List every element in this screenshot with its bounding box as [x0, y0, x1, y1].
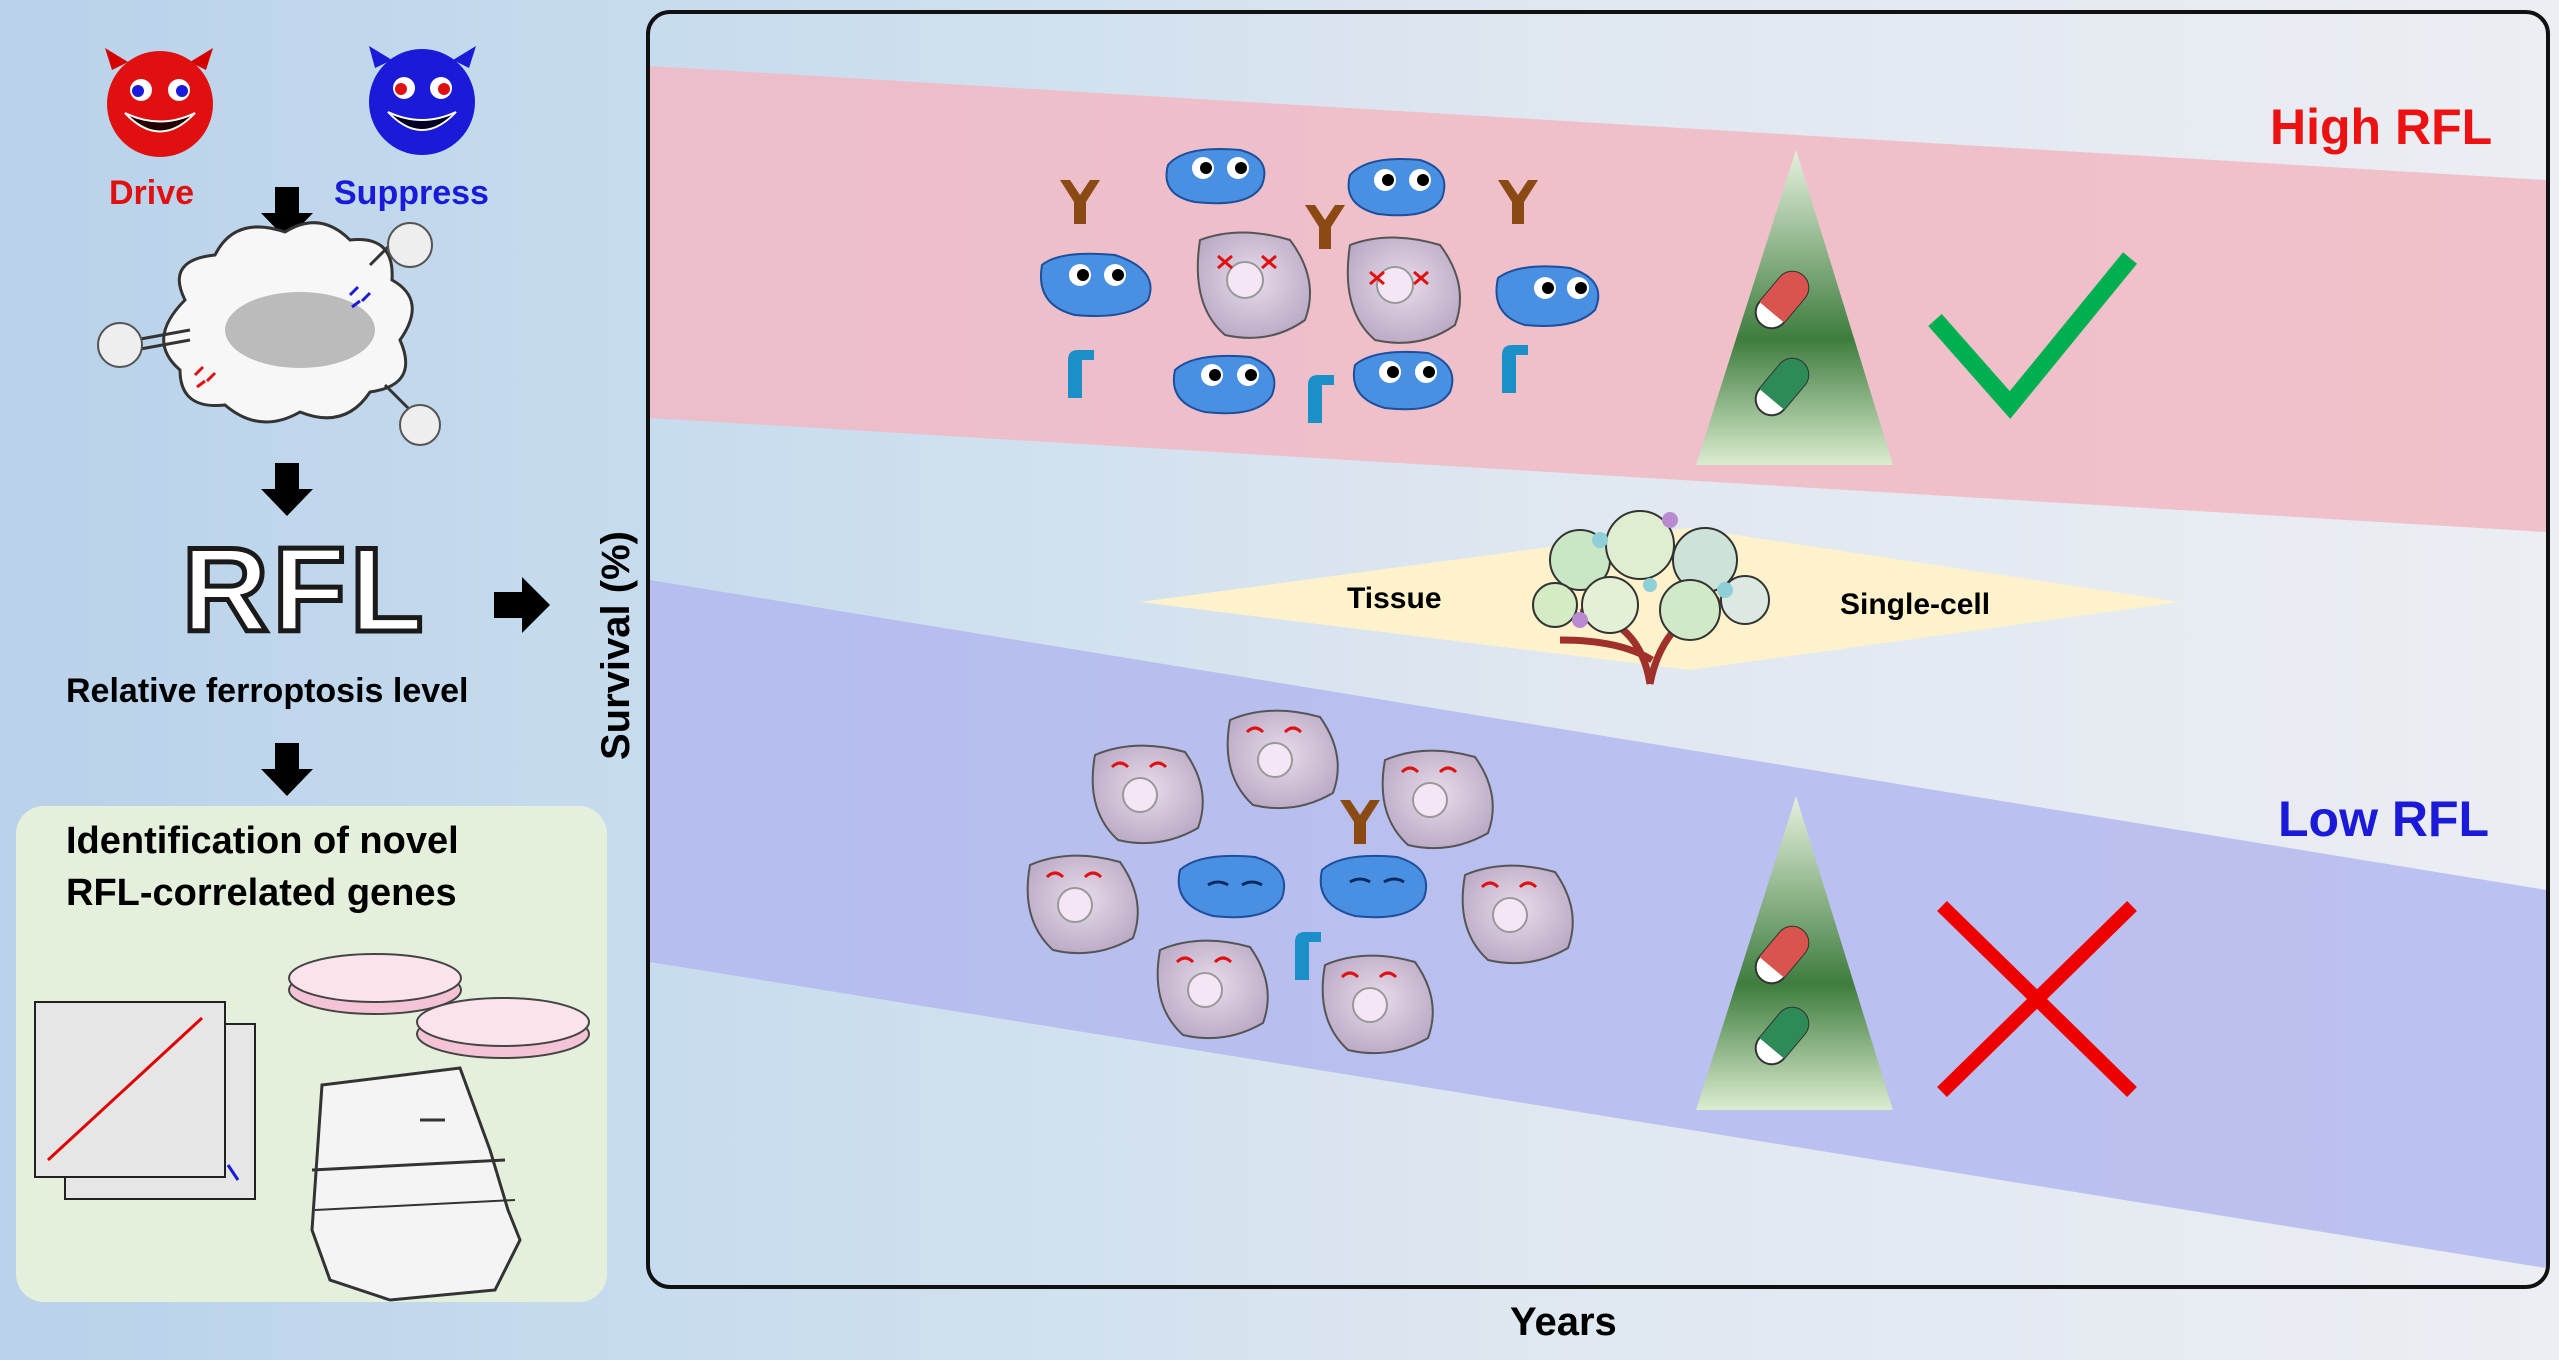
tumor-cell — [1226, 709, 1339, 810]
suppress-label: Suppress — [334, 174, 489, 212]
protein-icon — [1068, 350, 1094, 398]
tumor-cell — [1026, 854, 1139, 955]
main-panel-frame — [646, 10, 2550, 1289]
tree-icon — [1532, 510, 1770, 685]
check-icon — [1928, 252, 2137, 419]
immune-cell-blue — [1495, 265, 1600, 327]
dead-tumor-cell — [1196, 231, 1311, 339]
x-axis-label: Years — [1510, 1300, 1617, 1344]
down-arrow-3 — [261, 743, 313, 796]
y-axis-label: Survival (%) — [594, 531, 638, 760]
low-rfl-label: Low RFL — [2278, 791, 2490, 847]
high-rfl-label: High RFL — [2270, 99, 2493, 155]
immune-cell-blue — [1347, 158, 1446, 217]
immune-cell-blue — [1040, 252, 1152, 317]
drug-triangle-low — [1696, 796, 1893, 1110]
fight-cloud-icon — [97, 221, 441, 446]
immune-cell-blue — [1165, 148, 1266, 205]
immune-cell-sleepy — [1319, 854, 1428, 919]
protein-icon — [1502, 345, 1528, 393]
identification-title-line2: RFL-correlated genes — [66, 872, 457, 914]
correlation-chart-icon — [34, 1001, 256, 1200]
rfl-full-name: Relative ferroptosis level — [66, 672, 469, 710]
down-arrow-2 — [261, 463, 313, 516]
tissue-label: Tissue — [1347, 582, 1442, 615]
suppress-devil-icon — [369, 46, 476, 155]
tumor-cell — [1091, 744, 1204, 845]
drive-label: Drive — [109, 174, 195, 212]
single-cell-label: Single-cell — [1840, 588, 1991, 621]
protein-icon — [1295, 932, 1321, 980]
sequencer-icon — [310, 1066, 522, 1302]
rfl-logo-text: RFL — [179, 523, 428, 657]
immune-cell-blue — [1172, 354, 1276, 415]
petri-dish-icon — [288, 953, 590, 1059]
dead-tumor-cell — [1346, 236, 1461, 344]
protein-icon — [1308, 375, 1334, 423]
immune-cell-blue — [1352, 350, 1454, 411]
tumor-cell — [1156, 939, 1269, 1040]
drive-devil-icon — [105, 48, 213, 157]
antibody-icon — [1498, 180, 1538, 224]
down-arrow-1 — [261, 187, 313, 240]
antibody-icon — [1305, 205, 1345, 249]
low-rfl-band — [650, 580, 2546, 1268]
tissue-single-cell-diamond — [1140, 528, 2180, 670]
cross-icon — [1937, 900, 2137, 1098]
tumor-cell — [1461, 864, 1574, 965]
immune-cell-sleepy — [1177, 854, 1286, 919]
tumor-cell — [1381, 749, 1494, 850]
identification-title-line1: Identification of novel — [66, 820, 459, 862]
drug-triangle-high — [1696, 150, 1893, 465]
antibody-icon — [1060, 180, 1100, 224]
antibody-icon — [1340, 800, 1380, 844]
tumor-cell — [1321, 954, 1434, 1055]
right-arrow — [494, 577, 550, 633]
